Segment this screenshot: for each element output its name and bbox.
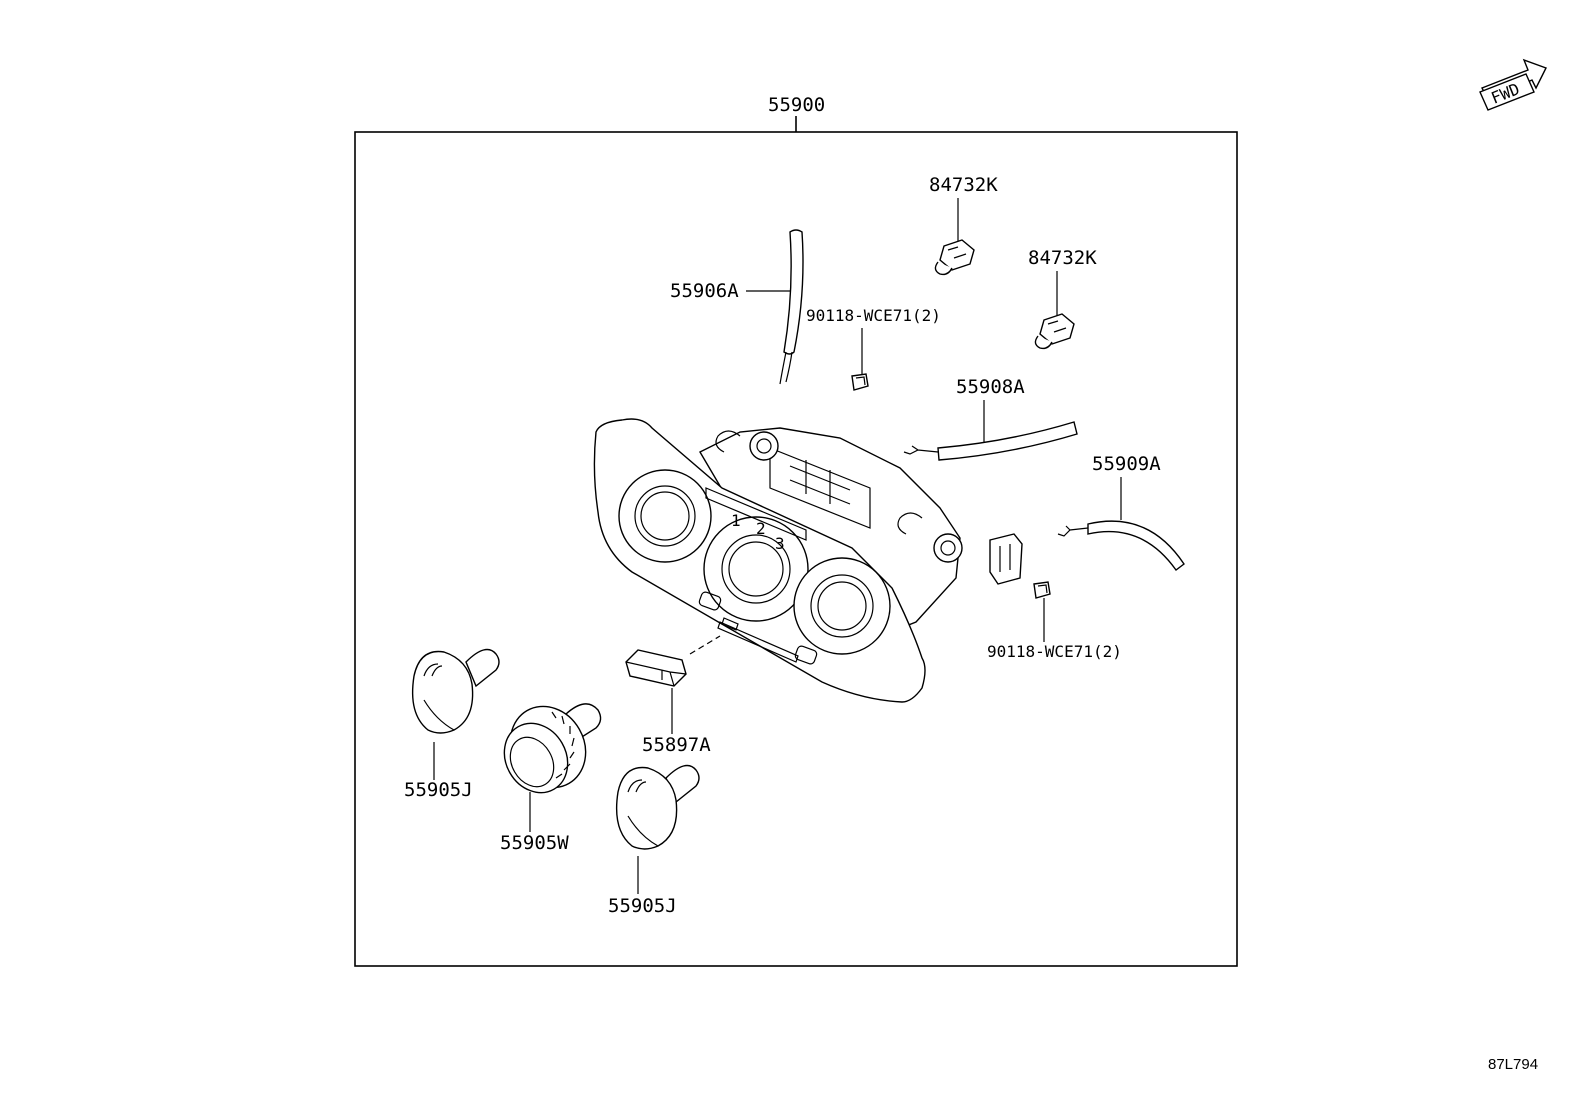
button-55897a: 55897A [625,635,721,756]
drawing-code: 87L794 [1488,1056,1538,1073]
fwd-arrow-icon: FWD [1479,58,1547,111]
knob-center-55905w: 55905W [500,703,602,854]
clip-lower: 90118-WCE71(2) [987,581,1122,661]
label-cable-temp: 55908A [956,376,1025,398]
svg-text:3: 3 [775,534,785,553]
label-clip-upper: 90118-WCE71(2) [806,306,941,325]
svg-text:2: 2 [756,519,766,538]
label-bulb-lower: 84732K [1028,247,1097,269]
cable-55909a: 55909A [1057,453,1185,571]
label-knob-left: 55905J [404,779,473,801]
cable-55908a: 55908A [903,376,1078,461]
label-cable-a: 55906A [670,280,739,302]
label-bulb-upper: 84732K [929,174,998,196]
bulb-lower: 84732K [1028,247,1097,350]
label-clip-lower: 90118-WCE71(2) [987,642,1122,661]
knob-right-55905j: 55905J [608,764,700,917]
cable-55906a: 55906A [670,229,804,385]
label-button: 55897A [642,734,711,756]
knob-left-55905j: 55905J [404,648,500,801]
bulb-upper: 84732K [929,174,998,276]
heater-control-panel: 1 2 3 [593,418,1023,703]
clip-upper: 90118-WCE71(2) [806,306,941,391]
label-knob-right: 55905J [608,895,677,917]
svg-text:1: 1 [731,511,741,530]
label-knob-center: 55905W [500,832,569,854]
label-cable-mode: 55909A [1092,453,1161,475]
label-55900: 55900 [768,94,825,116]
